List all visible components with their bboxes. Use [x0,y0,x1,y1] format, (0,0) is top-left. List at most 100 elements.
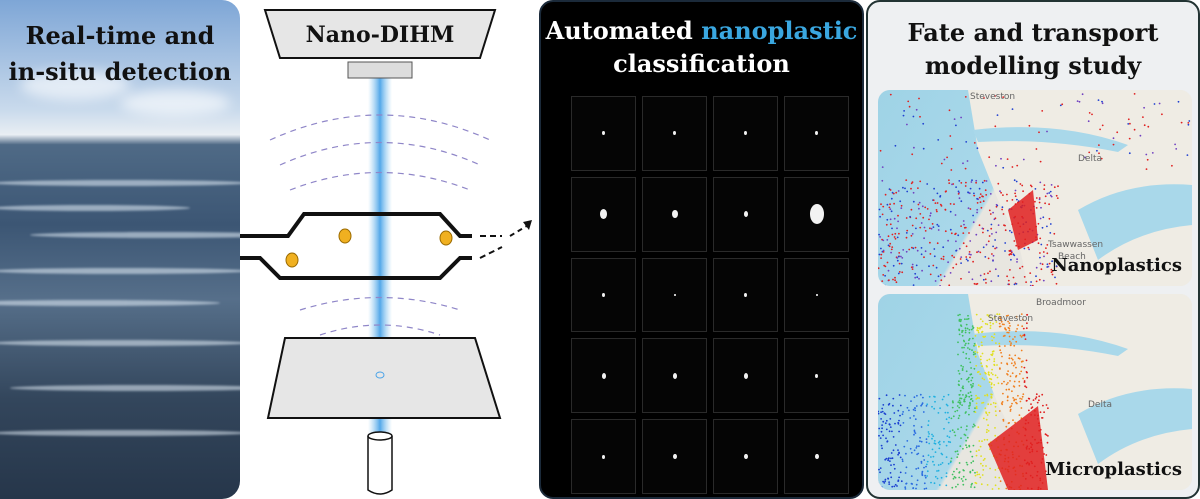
particle-point [1040,243,1043,246]
particle-point [916,249,919,252]
particle-point [1147,125,1150,128]
particle-point [948,109,951,112]
particle-point [1039,262,1042,265]
particle-point [1014,192,1016,195]
particle-point [1057,185,1059,188]
particle-point [955,240,957,243]
particle-point [1055,282,1058,285]
particle-point [1007,370,1009,372]
particle-point [945,484,948,487]
particle-point [884,458,887,461]
particle-point [1004,242,1007,244]
particle-point [979,193,982,195]
particle-point [1001,382,1003,385]
particle-point [897,214,899,217]
particle-point [1019,334,1022,337]
particle-point [908,248,911,251]
particle-point [1031,284,1034,286]
particle-point [1022,393,1025,396]
particle-point [971,400,974,402]
particle-point [950,232,953,235]
particle-point [1044,195,1047,198]
particle-point [934,451,937,453]
laser-aperture [347,61,413,79]
particle-point [1030,403,1032,405]
particle-point [989,377,991,380]
particle-point [960,397,963,400]
particle-point [1051,273,1054,276]
particle-point [987,373,990,376]
particle-point [964,329,967,332]
particle-point [1006,362,1008,365]
particle-point [1012,338,1014,340]
particle-point [890,476,893,479]
particle-point [1041,226,1044,229]
particle-point [1022,158,1025,161]
particle-point [926,183,929,185]
particle-point [1053,186,1056,189]
particle-point [898,232,900,235]
particle-point [1049,232,1052,234]
particle-point [970,181,973,183]
particle-point [899,471,902,474]
particle-point [1008,354,1011,356]
particle-point [889,472,892,474]
particle-point [923,226,926,229]
particle-point [979,385,982,388]
particle-point [909,215,911,218]
particle-point [1024,385,1026,388]
particle-point [990,223,993,226]
hologram-cell [571,338,636,414]
particle [285,252,299,268]
particle-point [999,368,1001,370]
particle-point [924,474,926,477]
particle-point [1096,149,1098,152]
particle-point [940,279,943,282]
particle-point [1023,366,1026,369]
particle-point [994,484,997,487]
particle-point [965,323,968,326]
particle-point [918,97,920,100]
particle-point [964,185,967,187]
particle-point [973,367,976,370]
particle-point [889,460,891,462]
particle-point [964,478,967,481]
particle-point [892,278,894,281]
particle-point [997,487,1000,490]
particle-point [919,226,922,229]
particle-point [1099,128,1101,131]
particle-point [966,318,968,321]
detection-title: Real-time and in-situ detection [8,21,232,86]
particle-point [891,430,893,433]
particle-point [1010,344,1012,346]
particle-point [964,412,967,414]
particle-point [913,415,915,417]
particle-point [1005,425,1008,428]
particle-point [1038,395,1041,398]
particle-point [1018,373,1021,375]
hologram-cell [642,419,707,494]
particle-point [970,328,973,331]
particle-point [966,160,969,162]
particle-point [927,431,930,433]
particle-point [997,182,1000,185]
particle-point [963,400,966,403]
particle-point [1046,244,1049,246]
particle-point [905,466,908,469]
particle-point [968,328,971,331]
particle-point [1056,197,1059,199]
particle-point [991,233,993,235]
particle-point [994,434,997,437]
particle-point [998,342,1001,345]
particle-point [1043,184,1046,186]
particle-point [922,455,925,457]
particle-point [935,266,938,269]
particle-point [986,314,989,316]
particle-point [1007,422,1010,425]
particle-image [602,292,605,298]
particle-point [983,179,986,182]
particle-point [1002,392,1004,395]
particle-point [915,108,918,111]
particle-point [943,275,946,278]
particle-point [904,394,906,397]
